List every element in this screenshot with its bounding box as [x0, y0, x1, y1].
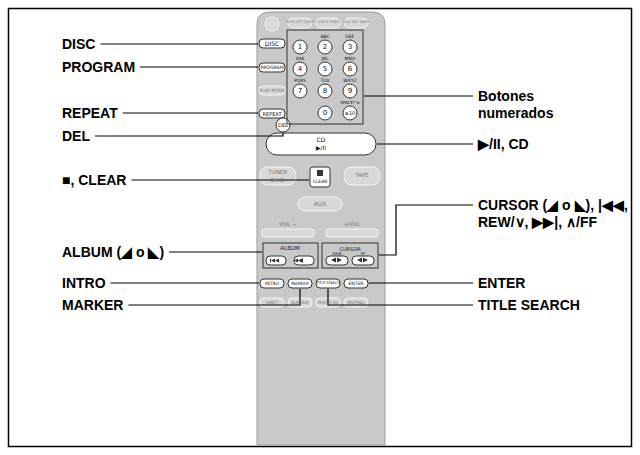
button-text: SPACE!"#: [340, 101, 359, 105]
callout-label: ALBUM (◢ o ◣): [62, 244, 164, 261]
button-text: JKL: [322, 56, 329, 61]
callout-label: ENTER: [478, 275, 525, 292]
button-text: PROGRAM: [260, 65, 283, 70]
button-text: 9: [348, 88, 352, 95]
button-text: WXYZ: [343, 78, 356, 83]
button-text: PRESET EQ: [317, 301, 338, 305]
leader-line: [377, 143, 473, 144]
button-text: 6: [348, 66, 352, 73]
callout-label: CURSOR (◢ o ◣), |◀◀, REW/∨, ▶▶|, ∧/FF: [478, 197, 628, 231]
button-symbols: [270, 170, 368, 263]
callout-label: REPEAT: [62, 105, 118, 122]
callout-label: DEL: [62, 128, 90, 145]
button-text: MNO: [345, 56, 356, 61]
button-text: ALBUM: [280, 246, 299, 252]
button-text: 7: [298, 88, 302, 95]
button-text: PLAY MODE: [259, 88, 284, 92]
button-text: CLOCK TIMER: [317, 21, 340, 24]
button-text: ABC: [320, 34, 329, 39]
callout-label: ▶/II, CD: [478, 136, 529, 153]
leader-line: [364, 95, 473, 96]
button-text: 3: [348, 44, 352, 51]
leader-line: [111, 282, 259, 283]
button-text: TITLE SEARCH: [316, 282, 339, 285]
button-text: N.MODE: [291, 300, 308, 304]
button-text: DEL: [278, 123, 288, 128]
callout-label: Botones numerados: [478, 88, 588, 122]
button-text: REPEAT: [263, 111, 282, 116]
leader-line: [379, 205, 473, 255]
faded-buttons: [259, 17, 380, 307]
leader-line: [169, 251, 262, 252]
button-text: GHI: [296, 56, 304, 61]
leader-line: [369, 282, 473, 283]
button-text: CURSOR: [339, 247, 360, 252]
button-text: 1: [298, 44, 302, 51]
button-text: AUX: [314, 201, 327, 207]
button-text: DISC: [265, 41, 279, 47]
callout-label: DISC: [62, 36, 95, 53]
leader-line: [95, 133, 283, 136]
button-text: 2: [323, 44, 327, 51]
leader-line: [128, 289, 300, 305]
button-text: 8: [323, 88, 327, 95]
button-text: INTRO: [265, 281, 279, 286]
button-text: DEF: [346, 34, 355, 39]
button-text: ▶/II: [316, 145, 326, 151]
button-text: +VOL: [344, 222, 360, 228]
button-text: PLAY REC TIMER: [343, 21, 369, 24]
active-buttons: [259, 30, 378, 288]
button-text: CD: [317, 137, 326, 143]
leader-line: [140, 66, 258, 67]
callout-label: MARKER: [62, 297, 123, 314]
remote-body: [257, 12, 385, 445]
button-text: 4: [298, 66, 302, 73]
button-text: PQRS: [294, 78, 306, 83]
button-text: ENTER: [349, 281, 364, 286]
leader-line: [100, 43, 258, 44]
leader-lines: [95, 44, 473, 305]
button-text: TUV: [320, 78, 329, 83]
button-text: ≥10: [345, 111, 356, 116]
button-text: 0: [323, 110, 327, 117]
callout-label: TITLE SEARCH: [478, 297, 580, 314]
leader-line: [123, 112, 258, 113]
button-text: MUTING: [348, 300, 365, 304]
callout-label: INTRO: [62, 275, 106, 292]
button-text: SHIFT: [266, 300, 279, 305]
callout-label: ■, CLEAR: [62, 172, 126, 189]
button-text: TAPE: [355, 173, 369, 179]
button-text: MARKER: [291, 281, 309, 285]
button-text: FF: [361, 252, 365, 256]
frame: [9, 9, 632, 447]
button-text: TUNER: [269, 170, 288, 176]
button-text: VOL −: [279, 222, 296, 228]
button-text: BAND: [271, 178, 285, 183]
button-text: REW: [333, 252, 342, 256]
button-text: CLEAR: [313, 180, 328, 185]
leader-line: [328, 289, 473, 305]
callout-label: PROGRAM: [62, 59, 135, 76]
button-text: AUTO OFF SLEEP: [286, 21, 315, 24]
button-text: 5: [323, 66, 327, 73]
